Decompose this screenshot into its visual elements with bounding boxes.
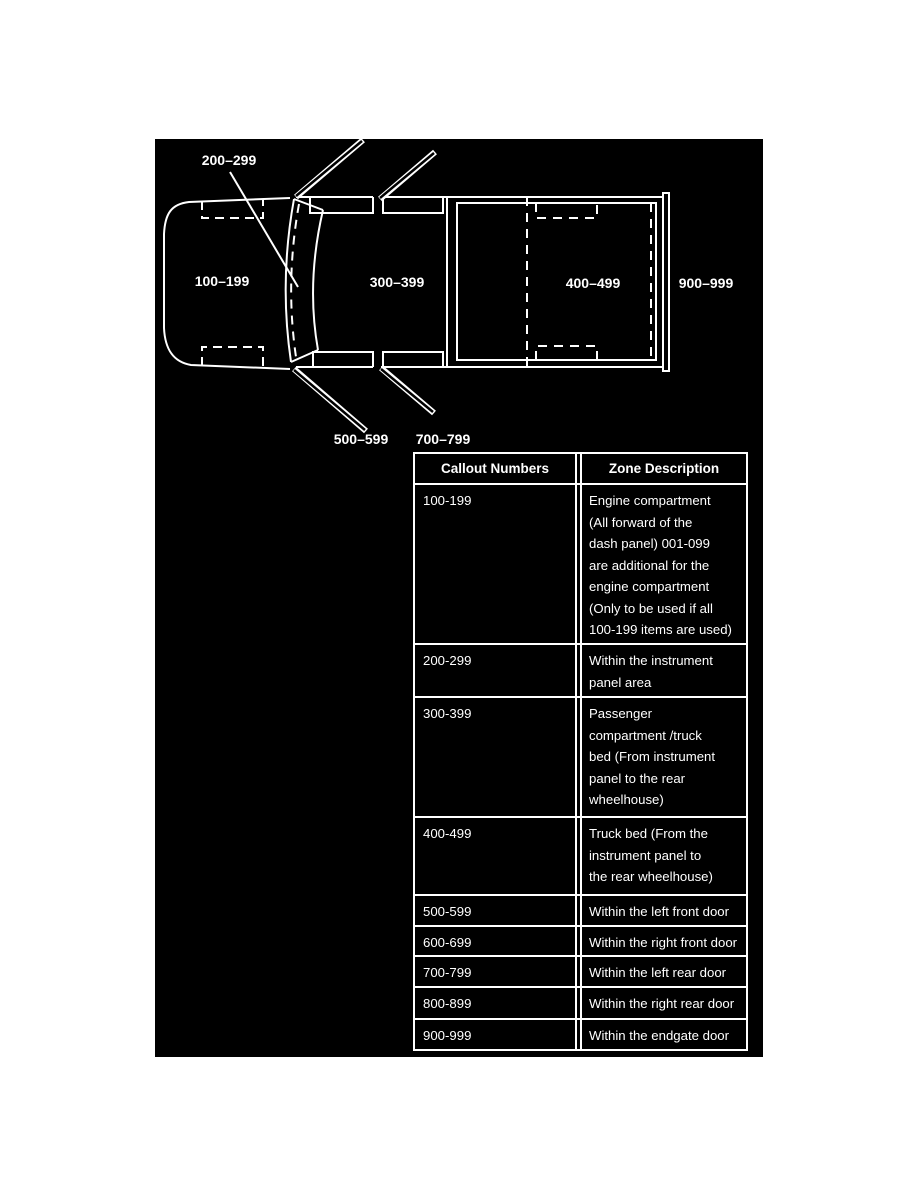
description-cell: Truck bed (From the instrument panel to …	[580, 818, 746, 894]
description-cell: Within the right rear door	[580, 988, 746, 1018]
table-row: 900-999 Within the endgate door	[415, 1020, 746, 1049]
table-row: 300-399 Passenger compartment /truck bed…	[415, 698, 746, 818]
passenger-compartment-walls	[296, 196, 447, 368]
table-row: 800-899 Within the right rear door	[415, 988, 746, 1020]
description-cell: Passenger compartment /truck bed (From i…	[580, 698, 746, 816]
zone-label-700-799: 700–799	[416, 431, 471, 447]
right-front-door-opening	[309, 197, 374, 214]
zone-table: Callout Numbers Zone Description 100-199…	[413, 452, 748, 1051]
left-rear-door-open	[379, 365, 436, 416]
column-header-callout-numbers: Callout Numbers	[415, 454, 577, 483]
right-front-door-open	[294, 139, 365, 200]
table-row: 100-199 Engine compartment (All forward …	[415, 485, 746, 645]
column-header-zone-description: Zone Description	[580, 454, 746, 483]
column-divider-gap	[577, 454, 580, 483]
callout-cell: 200-299	[415, 645, 577, 696]
engine-compartment-outline	[163, 197, 291, 370]
left-front-door-open	[292, 366, 368, 434]
figure-canvas: 200–299 100–199 300–399 400–499 900–999 …	[155, 139, 763, 1057]
callout-cell: 300-399	[415, 698, 577, 816]
left-front-door-opening	[312, 351, 374, 367]
truck-zone-diagram: 200–299 100–199 300–399 400–499 900–999 …	[163, 139, 734, 447]
callout-cell: 900-999	[415, 1020, 577, 1049]
right-rear-door-opening	[382, 197, 444, 214]
zone-label-200-299: 200–299	[202, 152, 257, 168]
callout-cell: 800-899	[415, 988, 577, 1018]
table-row: 500-599 Within the left front door	[415, 896, 746, 927]
zone-label-500-599: 500–599	[334, 431, 389, 447]
table-row: 200-299 Within the instrument panel area	[415, 645, 746, 698]
description-cell: Within the left front door	[580, 896, 746, 925]
zone-label-400-499: 400–499	[566, 275, 621, 291]
right-rear-door-open	[378, 149, 437, 202]
zone-label-100-199: 100–199	[195, 273, 250, 289]
callout-cell: 600-699	[415, 927, 577, 955]
leader-line-200-299	[229, 171, 299, 288]
wheelhouse-marker-bottom	[535, 345, 598, 360]
table-row: 700-799 Within the left rear door	[415, 957, 746, 988]
left-rear-door-opening	[382, 351, 444, 367]
description-cell: Engine compartment (All forward of the d…	[580, 485, 746, 643]
open-doors	[292, 139, 437, 434]
description-cell: Within the endgate door	[580, 1020, 746, 1049]
table-row: 400-499 Truck bed (From the instrument p…	[415, 818, 746, 896]
zone-label-300-399: 300–399	[370, 274, 425, 290]
callout-cell: 100-199	[415, 485, 577, 643]
table-row: 600-699 Within the right front door	[415, 927, 746, 957]
wheelhouse-marker-top	[535, 203, 598, 219]
description-cell: Within the instrument panel area	[580, 645, 746, 696]
callout-cell: 700-799	[415, 957, 577, 986]
callout-cell: 400-499	[415, 818, 577, 894]
zone-label-900-999: 900–999	[679, 275, 734, 291]
hood-dashed-marker-top	[201, 200, 264, 219]
instrument-panel-band	[284, 198, 324, 363]
table-header-row: Callout Numbers Zone Description	[415, 454, 746, 485]
truck-bed	[446, 196, 664, 368]
callout-cell: 500-599	[415, 896, 577, 925]
description-cell: Within the right front door	[580, 927, 746, 955]
description-cell: Within the left rear door	[580, 957, 746, 986]
endgate	[662, 192, 670, 372]
hood-dashed-marker-bottom	[201, 346, 264, 368]
